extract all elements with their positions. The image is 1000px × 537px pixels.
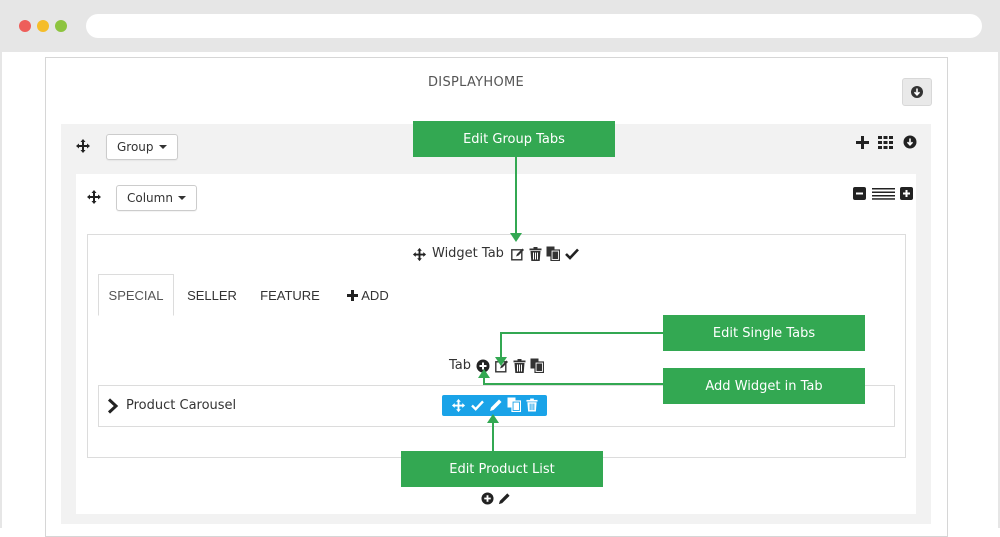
check-icon[interactable] <box>565 248 579 260</box>
check-icon[interactable] <box>471 400 484 411</box>
group-dropdown[interactable]: Group <box>106 134 178 160</box>
add-tab-label: ADD <box>361 287 389 303</box>
trash-icon[interactable] <box>526 398 538 412</box>
plus-circle-icon[interactable] <box>481 492 494 505</box>
plus-icon[interactable] <box>856 136 869 149</box>
edit-icon[interactable] <box>511 247 525 261</box>
hook-toggle-button[interactable] <box>902 78 932 106</box>
tab-feature-label: FEATURE <box>260 287 320 303</box>
arrow-circle-down-icon <box>911 86 923 98</box>
copy-icon[interactable] <box>507 397 521 412</box>
callout-add-widget-in-tab: Add Widget in Tab <box>663 368 865 404</box>
caret-down-icon <box>177 196 186 200</box>
tab-row-label: Tab <box>449 358 472 373</box>
column-dropdown[interactable]: Column <box>116 185 197 211</box>
chevron-right-icon[interactable] <box>107 398 119 414</box>
move-icon[interactable] <box>412 247 427 262</box>
widget-title: Widget Tab <box>432 246 504 261</box>
hook-title: DISPLAYHOME <box>428 75 525 90</box>
plus-icon <box>347 289 359 301</box>
copy-icon[interactable] <box>530 358 544 373</box>
plus-circle-icon[interactable] <box>476 359 490 373</box>
trash-icon[interactable] <box>513 359 526 373</box>
close-window-dot[interactable] <box>19 20 31 32</box>
move-icon[interactable] <box>75 138 91 154</box>
minimize-window-dot[interactable] <box>37 20 49 32</box>
callout-edit-group-tabs: Edit Group Tabs <box>413 121 615 157</box>
callout-edit-product-list: Edit Product List <box>401 451 603 487</box>
product-carousel-label: Product Carousel <box>126 398 237 413</box>
browser-frame-right <box>998 52 1000 528</box>
column-width-icon[interactable] <box>872 187 895 200</box>
copy-icon[interactable] <box>546 246 560 261</box>
trash-icon[interactable] <box>529 247 542 261</box>
arrow-circle-down-icon[interactable] <box>903 135 917 149</box>
browser-toolbar <box>0 0 1000 52</box>
move-icon[interactable] <box>86 189 102 205</box>
tab-seller-label: SELLER <box>187 287 237 303</box>
column-dropdown-label: Column <box>127 191 173 205</box>
pencil-icon[interactable] <box>489 398 503 412</box>
pencil-icon[interactable] <box>498 492 511 505</box>
add-tab-button[interactable]: ADD <box>340 274 396 316</box>
tab-feature[interactable]: FEATURE <box>254 274 326 316</box>
address-bar[interactable] <box>86 14 982 38</box>
tab-special-label: SPECIAL <box>108 287 164 303</box>
grid-icon[interactable] <box>878 136 893 149</box>
plus-square-icon[interactable] <box>900 187 913 200</box>
minus-square-icon[interactable] <box>853 187 866 200</box>
group-dropdown-label: Group <box>117 140 154 154</box>
edit-icon[interactable] <box>495 359 509 373</box>
browser-frame-left <box>0 52 2 528</box>
tab-special[interactable]: SPECIAL <box>98 274 174 316</box>
tab-seller[interactable]: SELLER <box>182 274 242 316</box>
move-icon[interactable] <box>451 398 466 413</box>
caret-down-icon <box>158 145 167 149</box>
maximize-window-dot[interactable] <box>55 20 67 32</box>
callout-edit-single-tabs: Edit Single Tabs <box>663 315 865 351</box>
